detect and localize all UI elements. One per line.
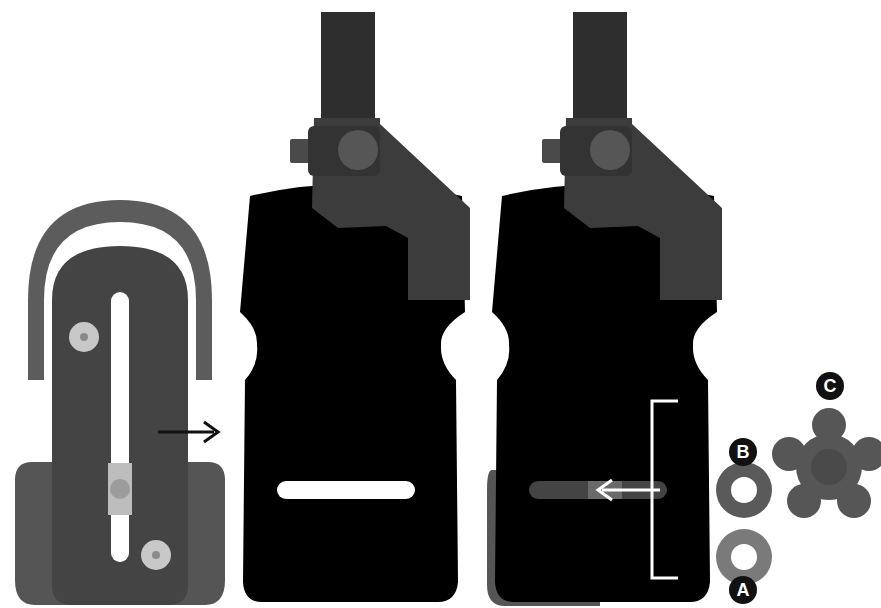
slide-arrowhead: [598, 480, 612, 500]
screw-center: [152, 551, 160, 559]
knob-center: [811, 449, 847, 485]
star-knob: [772, 408, 881, 518]
washer-hole: [731, 544, 757, 570]
washer-hole: [731, 477, 757, 503]
callout-letter: C: [816, 372, 844, 400]
callout-letter: A: [729, 576, 757, 604]
knob-lobe: [787, 484, 821, 518]
screw-center: [80, 333, 88, 341]
slider: [108, 463, 132, 515]
knob-lobe: [812, 408, 846, 442]
washer-b: [716, 462, 772, 518]
direction-arrow: [158, 431, 214, 434]
mount-unit: [240, 12, 470, 602]
mount-slot: [277, 481, 415, 499]
plate-body: [52, 246, 188, 605]
screw: [69, 322, 99, 352]
back-plate: [15, 200, 225, 605]
plate-slot: [111, 292, 129, 562]
knob-lobe: [772, 437, 806, 471]
mount-unit: [492, 12, 722, 602]
bracket: [652, 401, 678, 578]
direction-arrowhead: [204, 422, 218, 442]
screw: [141, 540, 171, 570]
mount-slot: [529, 481, 667, 499]
knob-lobe: [852, 437, 881, 471]
slider-bolt: [110, 479, 130, 499]
callout-letter: B: [729, 438, 757, 466]
knob-lobe: [837, 484, 871, 518]
